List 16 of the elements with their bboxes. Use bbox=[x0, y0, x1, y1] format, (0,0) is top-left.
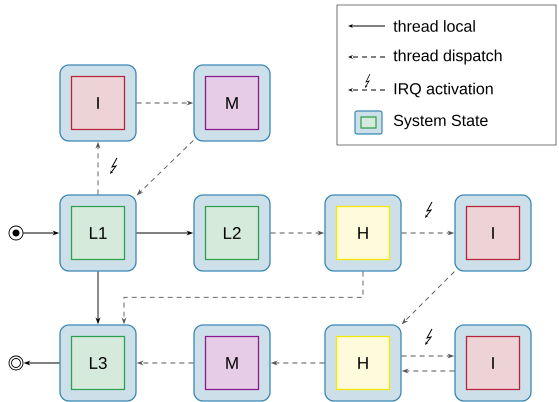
legend-label: thread local bbox=[393, 20, 475, 32]
state-box: M bbox=[193, 64, 271, 142]
start-symbol bbox=[8, 226, 24, 240]
state-box: I bbox=[454, 194, 532, 272]
legend-label: thread dispatch bbox=[393, 50, 502, 64]
state-box: M bbox=[193, 324, 271, 402]
legend-label: IRQ activation bbox=[394, 82, 493, 98]
state-box: H bbox=[324, 194, 402, 272]
end-symbol bbox=[8, 356, 24, 370]
state-box: L3 bbox=[59, 324, 137, 402]
state-box: I bbox=[454, 324, 532, 402]
state-box: L1 bbox=[59, 194, 137, 272]
state-box: H bbox=[324, 324, 402, 402]
legend-label: System State bbox=[394, 114, 488, 130]
state-box: L2 bbox=[193, 194, 271, 272]
state-box: I bbox=[59, 64, 137, 142]
